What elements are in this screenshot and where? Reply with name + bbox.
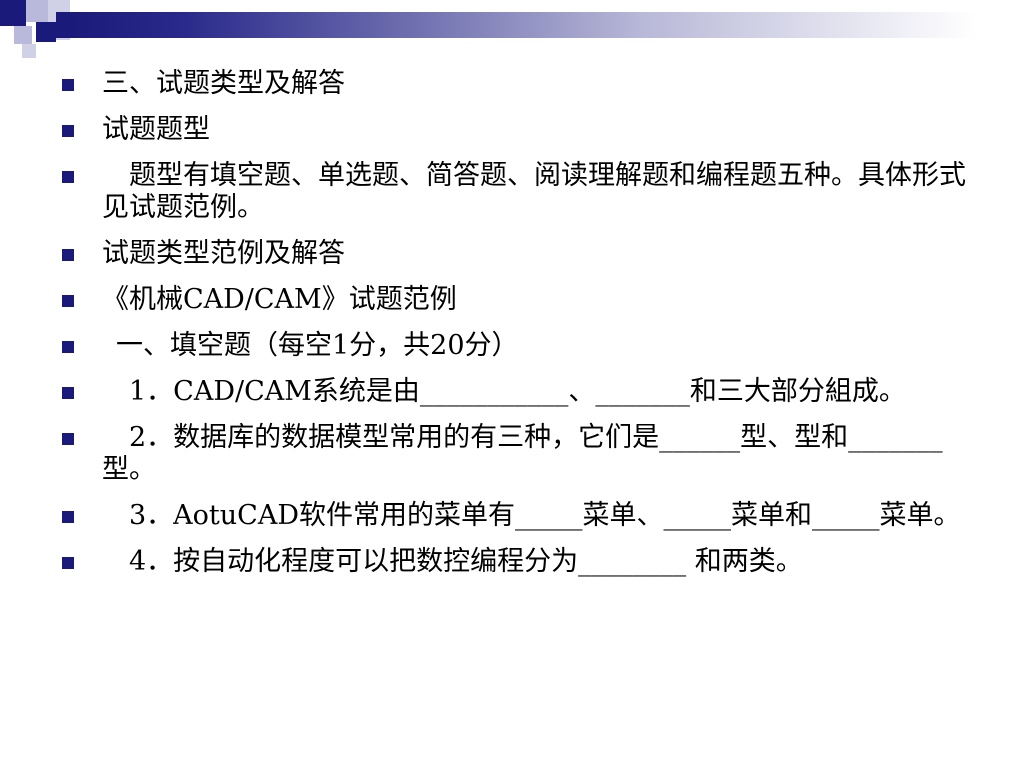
header-decoration-square [0, 0, 26, 26]
header-decoration-square [26, 0, 48, 22]
list-item-text: 4．按自动化程度可以把数控编程分为________ 和两类。 [102, 546, 803, 577]
bullet-list: 三、试题类型及解答 试题题型 题型有填空题、单选题、简答题、阅读理解题和编程题五… [62, 68, 992, 592]
list-item-text: 3．AotuCAD软件常用的菜单有_____菜单、_____菜单和_____菜单… [102, 500, 961, 531]
list-item-text: 题型有填空题、单选题、简答题、阅读理解题和编程题五种。具体形式见试题范例。 [102, 160, 966, 223]
list-item: 一、填空题（每空1分，共20分） [62, 330, 992, 362]
list-item: 4．按自动化程度可以把数控编程分为________ 和两类。 [62, 546, 992, 578]
header-decoration-square [36, 22, 56, 42]
square-bullet-icon [62, 79, 74, 91]
header-decoration-square [56, 12, 70, 38]
list-item-text: 1．CAD/CAM系统是由___________、_______和三大部分組成。 [102, 376, 906, 407]
list-item-text: 试题题型 [102, 114, 210, 145]
list-item: 题型有填空题、单选题、简答题、阅读理解题和编程题五种。具体形式见试题范例。 [62, 160, 992, 224]
list-item: 2．数据库的数据模型常用的有三种，它们是______型、型和_______型。 [62, 422, 992, 486]
square-bullet-icon [62, 557, 74, 569]
list-item-text: 试题类型范例及解答 [102, 238, 345, 269]
list-item: 三、试题类型及解答 [62, 68, 992, 100]
list-item-text: 一、填空题（每空1分，共20分） [116, 330, 519, 361]
list-item: 《机械CAD/CAM》试题范例 [62, 284, 992, 316]
square-bullet-icon [62, 387, 74, 399]
list-item-text: 三、试题类型及解答 [102, 68, 345, 99]
list-item-text: 2．数据库的数据模型常用的有三种，它们是______型、型和_______型。 [102, 422, 943, 485]
square-bullet-icon [62, 125, 74, 137]
square-bullet-icon [62, 171, 74, 183]
header-decoration-square [14, 26, 32, 44]
header-gradient-bar [70, 12, 1024, 38]
square-bullet-icon [62, 511, 74, 523]
list-item: 试题类型范例及解答 [62, 238, 992, 270]
list-item: 试题题型 [62, 114, 992, 146]
list-item: 1．CAD/CAM系统是由___________、_______和三大部分組成。 [62, 376, 992, 408]
header-decoration-square [22, 44, 36, 58]
square-bullet-icon [62, 341, 74, 353]
square-bullet-icon [62, 295, 74, 307]
list-item-text: 《机械CAD/CAM》试题范例 [102, 284, 457, 315]
square-bullet-icon [62, 249, 74, 261]
list-item: 3．AotuCAD软件常用的菜单有_____菜单、_____菜单和_____菜单… [62, 500, 992, 532]
square-bullet-icon [62, 433, 74, 445]
